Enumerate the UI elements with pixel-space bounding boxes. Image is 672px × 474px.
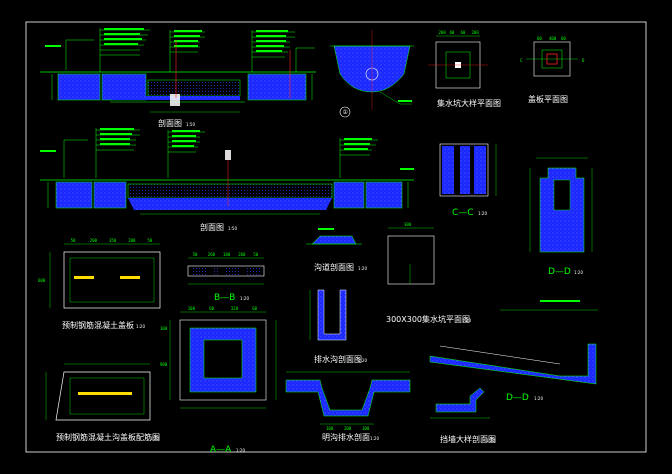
plate-plan2-title: 预制钢筋混凝土沟盖板配筋图 [56,432,160,442]
dd-long-scale: 1:20 [534,396,543,401]
dim-top-pit-1: 60 [450,30,455,35]
plate-side-dim: 600 [38,278,46,283]
cover-marker-left: C [520,58,523,63]
dim-cover-1: 400 [549,36,557,41]
dim-bb-0: 50 [193,252,198,257]
dim-aa-top-3: 60 [252,306,257,311]
view-aa: 100 60 320 60 100 900 A—A 1:20 [160,306,277,455]
channel-section: 100 200 100 明沟排水剖面 1:20 [285,371,411,442]
cover-plan-title: 盖板平面图 [528,94,568,104]
section-top-scale: 1:50 [186,122,195,127]
pit-300: 300 300X300集水坑平面图 1:20 [386,222,471,324]
trench-detail: 沟道剖面图 1:20 [306,228,367,272]
dd-small-title: D—D [548,267,571,277]
trench-detail-title: 沟道剖面图 [314,262,354,272]
dim-aa-side-1: 900 [160,362,168,367]
dim-bb-3: 260 [238,252,246,257]
dim-cover-0: 60 [537,36,542,41]
trench-detail-scale: 1:20 [358,266,367,271]
section-top-title: 剖面图 [158,118,182,128]
cc-title: C—C [452,208,474,218]
plate-plan-scale: 1:20 [136,324,145,329]
dim-plate-top-2: 350 [109,238,117,243]
plate-plan2-scale: 1:20 [150,436,159,441]
dim-top-pit-0: 200 [439,30,447,35]
dim-aa-top-2: 320 [231,306,239,311]
dim-plate-top-1: 200 [90,238,98,243]
view-cc: C—C 1:20 [439,143,497,218]
dim-bb-2: 180 [223,252,231,257]
dim-aa-top-1: 60 [209,306,214,311]
slope-detail-title: 挡墙大样剖面图 [440,434,496,444]
trench-section: 排水沟剖面图 1:20 [309,289,367,364]
channel-scale: 1:20 [370,436,379,441]
dd-long-title: D—D [506,393,529,403]
dim-channel-2: 100 [362,426,370,431]
slope-detail-scale: 1:20 [486,438,495,443]
section-mid-title: 剖面图 [200,222,224,232]
drawing-frame [25,21,647,453]
dim-plate-top-4: 50 [147,238,152,243]
dim-aa-side-0: 100 [160,326,168,331]
plate-plan-title: 预制钢筋混凝土盖板 [62,320,134,330]
view-dd-long: D—D 1:20 [429,300,598,403]
section-mid: 剖面图 1:50 [40,128,414,232]
dim-cover-2: 60 [561,36,566,41]
pit-300-scale: 1:20 [462,318,471,323]
bb-title: B—B [214,293,235,303]
dim-plate-top-3: 200 [128,238,136,243]
cc-scale: 1:20 [478,211,487,216]
pit-plan-title: 集水坑大样平面图 [437,98,501,108]
channel-title: 明沟排水剖面 [322,432,370,442]
dim-plate-top-0: 50 [71,238,76,243]
aa-title: A—A [210,445,232,455]
trench-section-scale: 1:20 [358,358,367,363]
section-top: 剖面图 1:50 [40,28,316,128]
dim-top-pit-2: 60 [461,30,466,35]
trench-section-title: 排水沟剖面图 [314,354,362,364]
view-bb: 50 260 180 260 50 B—B 1:20 [187,252,265,303]
slope-detail: 挡墙大样剖面图 1:20 [430,387,496,444]
aa-scale: 1:20 [236,448,245,453]
pit-300-title: 300X300集水坑平面图 [386,314,470,324]
view-dd-small: D—D 1:20 [529,157,593,277]
plate-plan-2: 预制钢筋混凝土沟盖板配筋图 1:20 [45,363,160,442]
detail-1-label: ① [343,109,348,116]
dd-small-scale: 1:20 [574,270,583,275]
dim-aa-top-0: 100 [188,306,196,311]
dim-top-pit-3: 200 [472,30,480,35]
dim-channel-0: 100 [326,426,334,431]
dim-channel-1: 200 [344,426,352,431]
cover-plan: C D 60 400 60 盖板平面图 [520,36,585,104]
cover-marker-right: D [582,58,585,63]
section-mid-scale: 1:50 [228,226,237,231]
plate-plan: 50 200 350 200 50 600 预制钢筋混凝土盖板 1:20 [38,238,161,330]
detail-1: ① [330,30,414,118]
dim-bb-1: 260 [208,252,216,257]
bb-scale: 1:20 [240,296,249,301]
pit300-dim: 300 [404,222,412,227]
dim-bb-4: 50 [253,252,258,257]
